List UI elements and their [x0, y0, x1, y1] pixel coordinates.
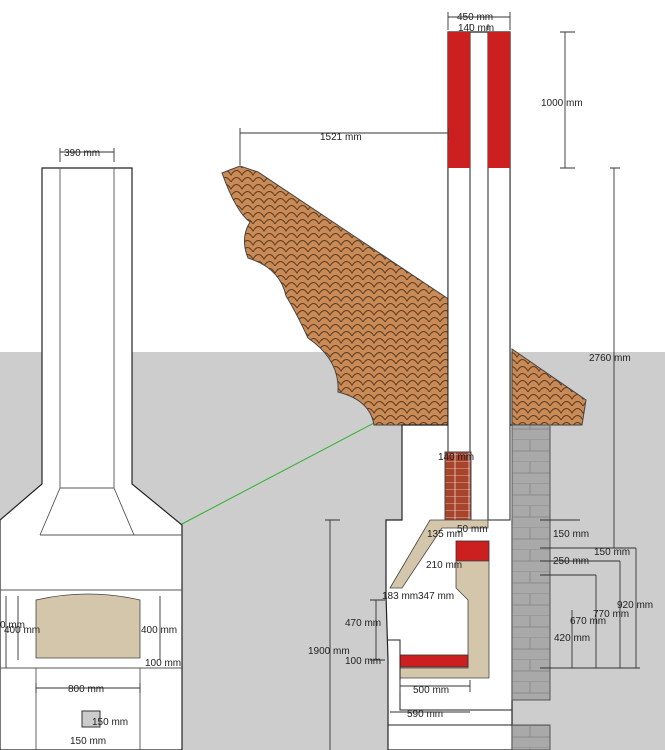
brick-chamber	[444, 451, 472, 521]
dim-140-small: 140 mm	[438, 452, 474, 463]
flue-left-red	[448, 32, 470, 168]
dim-183: 183 mm	[382, 591, 418, 602]
dim-347: 347 mm	[418, 591, 454, 602]
front-small-box	[81, 710, 101, 728]
dim-420: 420 mm	[554, 633, 590, 644]
hearth-red	[399, 654, 469, 668]
dim-1521: 1521 mm	[320, 132, 362, 143]
dim-670: 670 mm	[570, 616, 606, 627]
dim-250: 250 mm	[553, 556, 589, 567]
front-firebox	[35, 593, 141, 659]
dim-100-side: 100 mm	[145, 658, 181, 669]
dim-470: 470 mm	[345, 618, 381, 629]
roof-left	[221, 165, 467, 426]
dimension-lines	[5, 12, 640, 750]
dim-150-b: 150 mm	[594, 547, 630, 558]
block-wall	[511, 424, 551, 701]
dim-400-right: 400 mm	[141, 625, 177, 636]
dim-50: 50 mm	[457, 524, 488, 535]
hearth-lines	[387, 639, 512, 726]
dim-135: 135 mm	[427, 529, 463, 540]
dim-500: 500 mm	[413, 685, 449, 696]
dim-920: 920 mm	[617, 600, 653, 611]
dim-0-left: 0 mm	[0, 620, 25, 631]
front-inner-lines	[0, 168, 182, 750]
block-wall-bottom	[511, 724, 551, 750]
flue-right-red	[488, 32, 510, 168]
dim-1000: 1000 mm	[541, 98, 583, 109]
front-view	[0, 167, 183, 750]
dim-390: 390 mm	[64, 148, 100, 159]
dim-140: 140 mm	[458, 23, 494, 34]
roof-right	[511, 348, 587, 426]
dim-1900: 1900 mm	[308, 646, 350, 657]
dim-400-left: 400 mm	[4, 625, 40, 636]
dim-210: 210 mm	[426, 560, 462, 571]
dim-150-box: 150 mm	[92, 717, 128, 728]
dim-800: 800 mm	[68, 684, 104, 695]
dim-770: 770 mm	[593, 609, 629, 620]
smoke-shelf	[389, 519, 489, 589]
dim-590: 590 mm	[407, 709, 443, 720]
dim-2760: 2760 mm	[589, 353, 631, 364]
dim-450: 450 mm	[457, 12, 493, 23]
dim-150-a: 150 mm	[553, 529, 589, 540]
dim-100-front: 100 mm	[345, 656, 381, 667]
dim-150-bottom: 150 mm	[70, 736, 106, 747]
damper-red	[455, 540, 490, 562]
